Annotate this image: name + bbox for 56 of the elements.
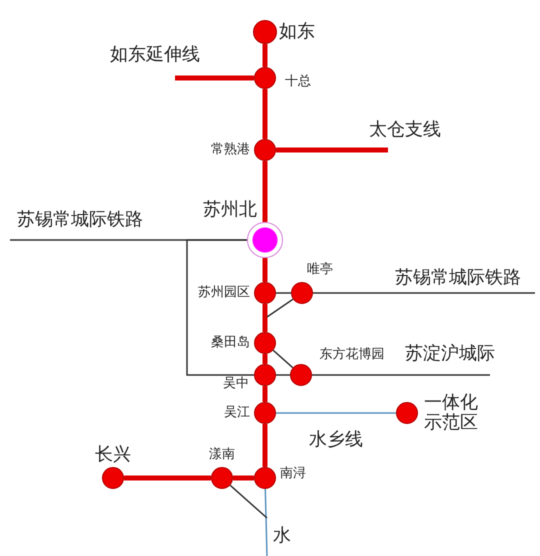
station-label: 漾南 bbox=[209, 448, 235, 462]
rail-line bbox=[262, 161, 268, 222]
rail-line bbox=[230, 484, 268, 519]
line-name-label: 苏锡常城际铁路 bbox=[16, 210, 144, 230]
station-label: 长兴 bbox=[94, 444, 132, 466]
line-name-label: 苏淀沪城际 bbox=[404, 344, 496, 364]
station-dot bbox=[254, 467, 276, 489]
station-dot bbox=[211, 467, 233, 489]
rail-line bbox=[262, 354, 268, 364]
station-label: 如东 bbox=[278, 22, 316, 42]
rail-line bbox=[186, 239, 254, 376]
rail-line bbox=[276, 292, 291, 294]
station-label: 桑田岛 bbox=[211, 336, 250, 350]
station-dot bbox=[254, 332, 276, 354]
station-dot bbox=[254, 139, 276, 161]
line-name-label: 太仓支线 bbox=[368, 120, 442, 140]
line-name-label: 如东延伸线 bbox=[109, 44, 201, 66]
rail-line bbox=[266, 298, 294, 318]
station-label: 常熟港 bbox=[211, 142, 250, 158]
rail-line bbox=[262, 44, 268, 67]
rail-line bbox=[262, 304, 268, 332]
rail-line bbox=[262, 386, 268, 402]
station-label: 十总 bbox=[285, 74, 311, 90]
rail-line bbox=[264, 488, 268, 556]
station-dot bbox=[291, 282, 313, 304]
rail-line bbox=[312, 374, 490, 376]
rail-line bbox=[233, 476, 254, 480]
rail-line bbox=[276, 148, 388, 152]
station-label: 唯亭 bbox=[307, 262, 333, 278]
rail-line bbox=[262, 89, 268, 139]
line-name-label: 水乡线 bbox=[308, 430, 364, 450]
station-label: 苏州北 bbox=[202, 200, 258, 220]
station-dot bbox=[290, 364, 312, 386]
station-dot bbox=[254, 282, 276, 304]
rail-line bbox=[276, 412, 396, 414]
station-label: 吴中 bbox=[223, 376, 249, 392]
rail-line bbox=[175, 76, 254, 80]
station-dot bbox=[396, 402, 418, 424]
rail-line bbox=[313, 292, 535, 294]
line-name-label: 苏锡常城际铁路 bbox=[394, 268, 522, 288]
station-label: 东方花博园 bbox=[320, 348, 384, 362]
station-dot bbox=[254, 402, 276, 424]
rail-line bbox=[272, 350, 294, 368]
station-label: 吴江 bbox=[224, 406, 250, 420]
rail-line bbox=[124, 476, 211, 480]
station-dot bbox=[254, 364, 276, 386]
station-dot bbox=[102, 467, 124, 489]
interchange-station-dot bbox=[247, 222, 283, 258]
station-label: 苏州园区 bbox=[198, 286, 250, 300]
rail-line bbox=[262, 258, 268, 282]
line-name-label: 水 bbox=[272, 526, 292, 546]
rail-line bbox=[262, 424, 268, 467]
station-label: 南浔 bbox=[280, 466, 306, 482]
station-dot bbox=[253, 20, 277, 44]
rail-line bbox=[276, 374, 290, 376]
station-dot bbox=[254, 67, 276, 89]
